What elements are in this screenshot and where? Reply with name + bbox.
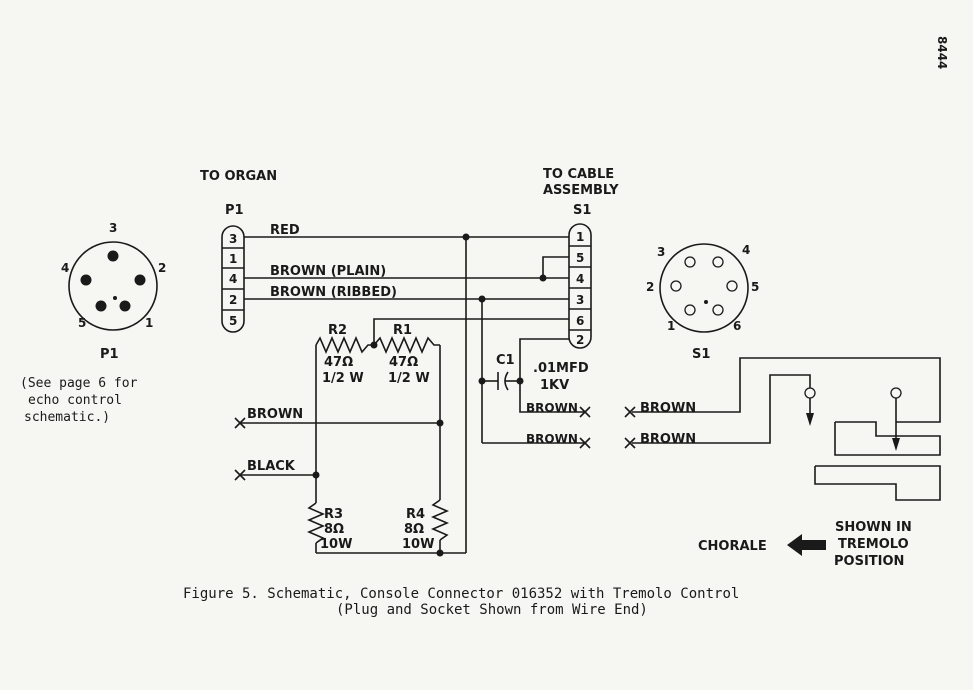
chorale-label: CHORALE <box>698 539 767 554</box>
tremolo-switch <box>632 357 941 501</box>
r2-rating: 1/2 W <box>322 371 364 386</box>
note-line-1: (See page 6 for <box>20 376 138 391</box>
r1-value: 47Ω <box>389 355 418 370</box>
p1-pin-3: 3 <box>229 232 237 246</box>
chorale-arrow-icon <box>787 534 826 556</box>
c1-name: C1 <box>496 353 515 368</box>
s1-face-pin-1: 1 <box>667 319 675 333</box>
r4-rating: 10W <box>402 537 434 552</box>
wire-label-brown-ribbed: BROWN (RIBBED) <box>270 285 397 300</box>
wire-label-brown-right-1: BROWN <box>640 401 696 416</box>
p1-face-pin-1: 1 <box>145 316 153 330</box>
p1-pin-5: 5 <box>229 314 237 328</box>
r2-value: 47Ω <box>324 355 353 370</box>
r3-name: R3 <box>324 507 343 522</box>
c1-rating: 1KV <box>540 378 569 393</box>
wire-label-brown-c1: BROWN <box>526 401 578 415</box>
position-label: POSITION <box>834 554 904 569</box>
r3-value: 8Ω <box>324 522 344 537</box>
s1-pin-6: 6 <box>576 314 584 328</box>
r4-value: 8Ω <box>404 522 424 537</box>
s1-pin-1: 1 <box>576 230 584 244</box>
r3-rating: 10W <box>320 537 352 552</box>
plug-face-p1: 3 4 2 5 1 P1 <box>61 221 166 362</box>
wire-label-red: RED <box>270 223 300 238</box>
r1-name: R1 <box>393 323 412 338</box>
socket-s1-connector: 1 5 4 3 6 2 <box>568 223 592 349</box>
s1-pin-3: 3 <box>576 293 584 307</box>
socket-name: S1 <box>573 203 591 218</box>
figure-caption-line-1: Figure 5. Schematic, Console Connector 0… <box>183 586 739 602</box>
wiring <box>234 233 636 557</box>
wire-label-brown-plain: BROWN (PLAIN) <box>270 264 386 279</box>
s1-face-pin-4: 4 <box>742 243 750 257</box>
wire-label-brown-right-2: BROWN <box>640 432 696 447</box>
s1-pin-5: 5 <box>576 251 584 265</box>
to-cable-label-1: TO CABLE <box>543 167 614 182</box>
to-cable-label-2: ASSEMBLY <box>543 183 619 198</box>
tremolo-label: TREMOLO <box>838 537 909 552</box>
p1-face-pin-5: 5 <box>78 316 86 330</box>
page-code: 8444 <box>935 36 949 69</box>
r2-name: R2 <box>328 323 347 338</box>
figure-caption-line-2: (Plug and Socket Shown from Wire End) <box>336 602 648 618</box>
to-organ-label: TO ORGAN <box>200 169 277 184</box>
r4-name: R4 <box>406 507 425 522</box>
s1-face-pin-3: 3 <box>657 245 665 259</box>
note-line-3: schematic.) <box>24 410 110 425</box>
plug-name: P1 <box>225 203 244 218</box>
note-line-2: echo control <box>28 393 122 408</box>
shown-in-label: SHOWN IN <box>835 520 912 535</box>
p1-pin-2: 2 <box>229 293 237 307</box>
wire-label-black-left: BLACK <box>247 459 296 474</box>
s1-pin-4: 4 <box>576 272 584 286</box>
s1-face-label: S1 <box>692 347 710 362</box>
p1-face-label: P1 <box>100 347 119 362</box>
s1-face-pin-5: 5 <box>751 280 759 294</box>
s1-face-pin-2: 2 <box>646 280 654 294</box>
p1-face-pin-4: 4 <box>61 261 69 275</box>
socket-face-s1: 3 4 2 5 1 6 S1 <box>646 243 759 362</box>
s1-pin-2: 2 <box>576 333 584 347</box>
wire-label-brown-low: BROWN <box>526 432 578 446</box>
plug-p1-connector: 3 1 4 2 5 <box>221 225 245 333</box>
p1-pin-4: 4 <box>229 272 237 286</box>
wire-label-brown-left: BROWN <box>247 407 303 422</box>
p1-face-pin-3: 3 <box>109 221 117 235</box>
c1-value: .01MFD <box>533 361 589 376</box>
s1-face-pin-6: 6 <box>733 319 741 333</box>
r1-rating: 1/2 W <box>388 371 430 386</box>
p1-pin-1: 1 <box>229 252 237 266</box>
p1-face-pin-2: 2 <box>158 261 166 275</box>
